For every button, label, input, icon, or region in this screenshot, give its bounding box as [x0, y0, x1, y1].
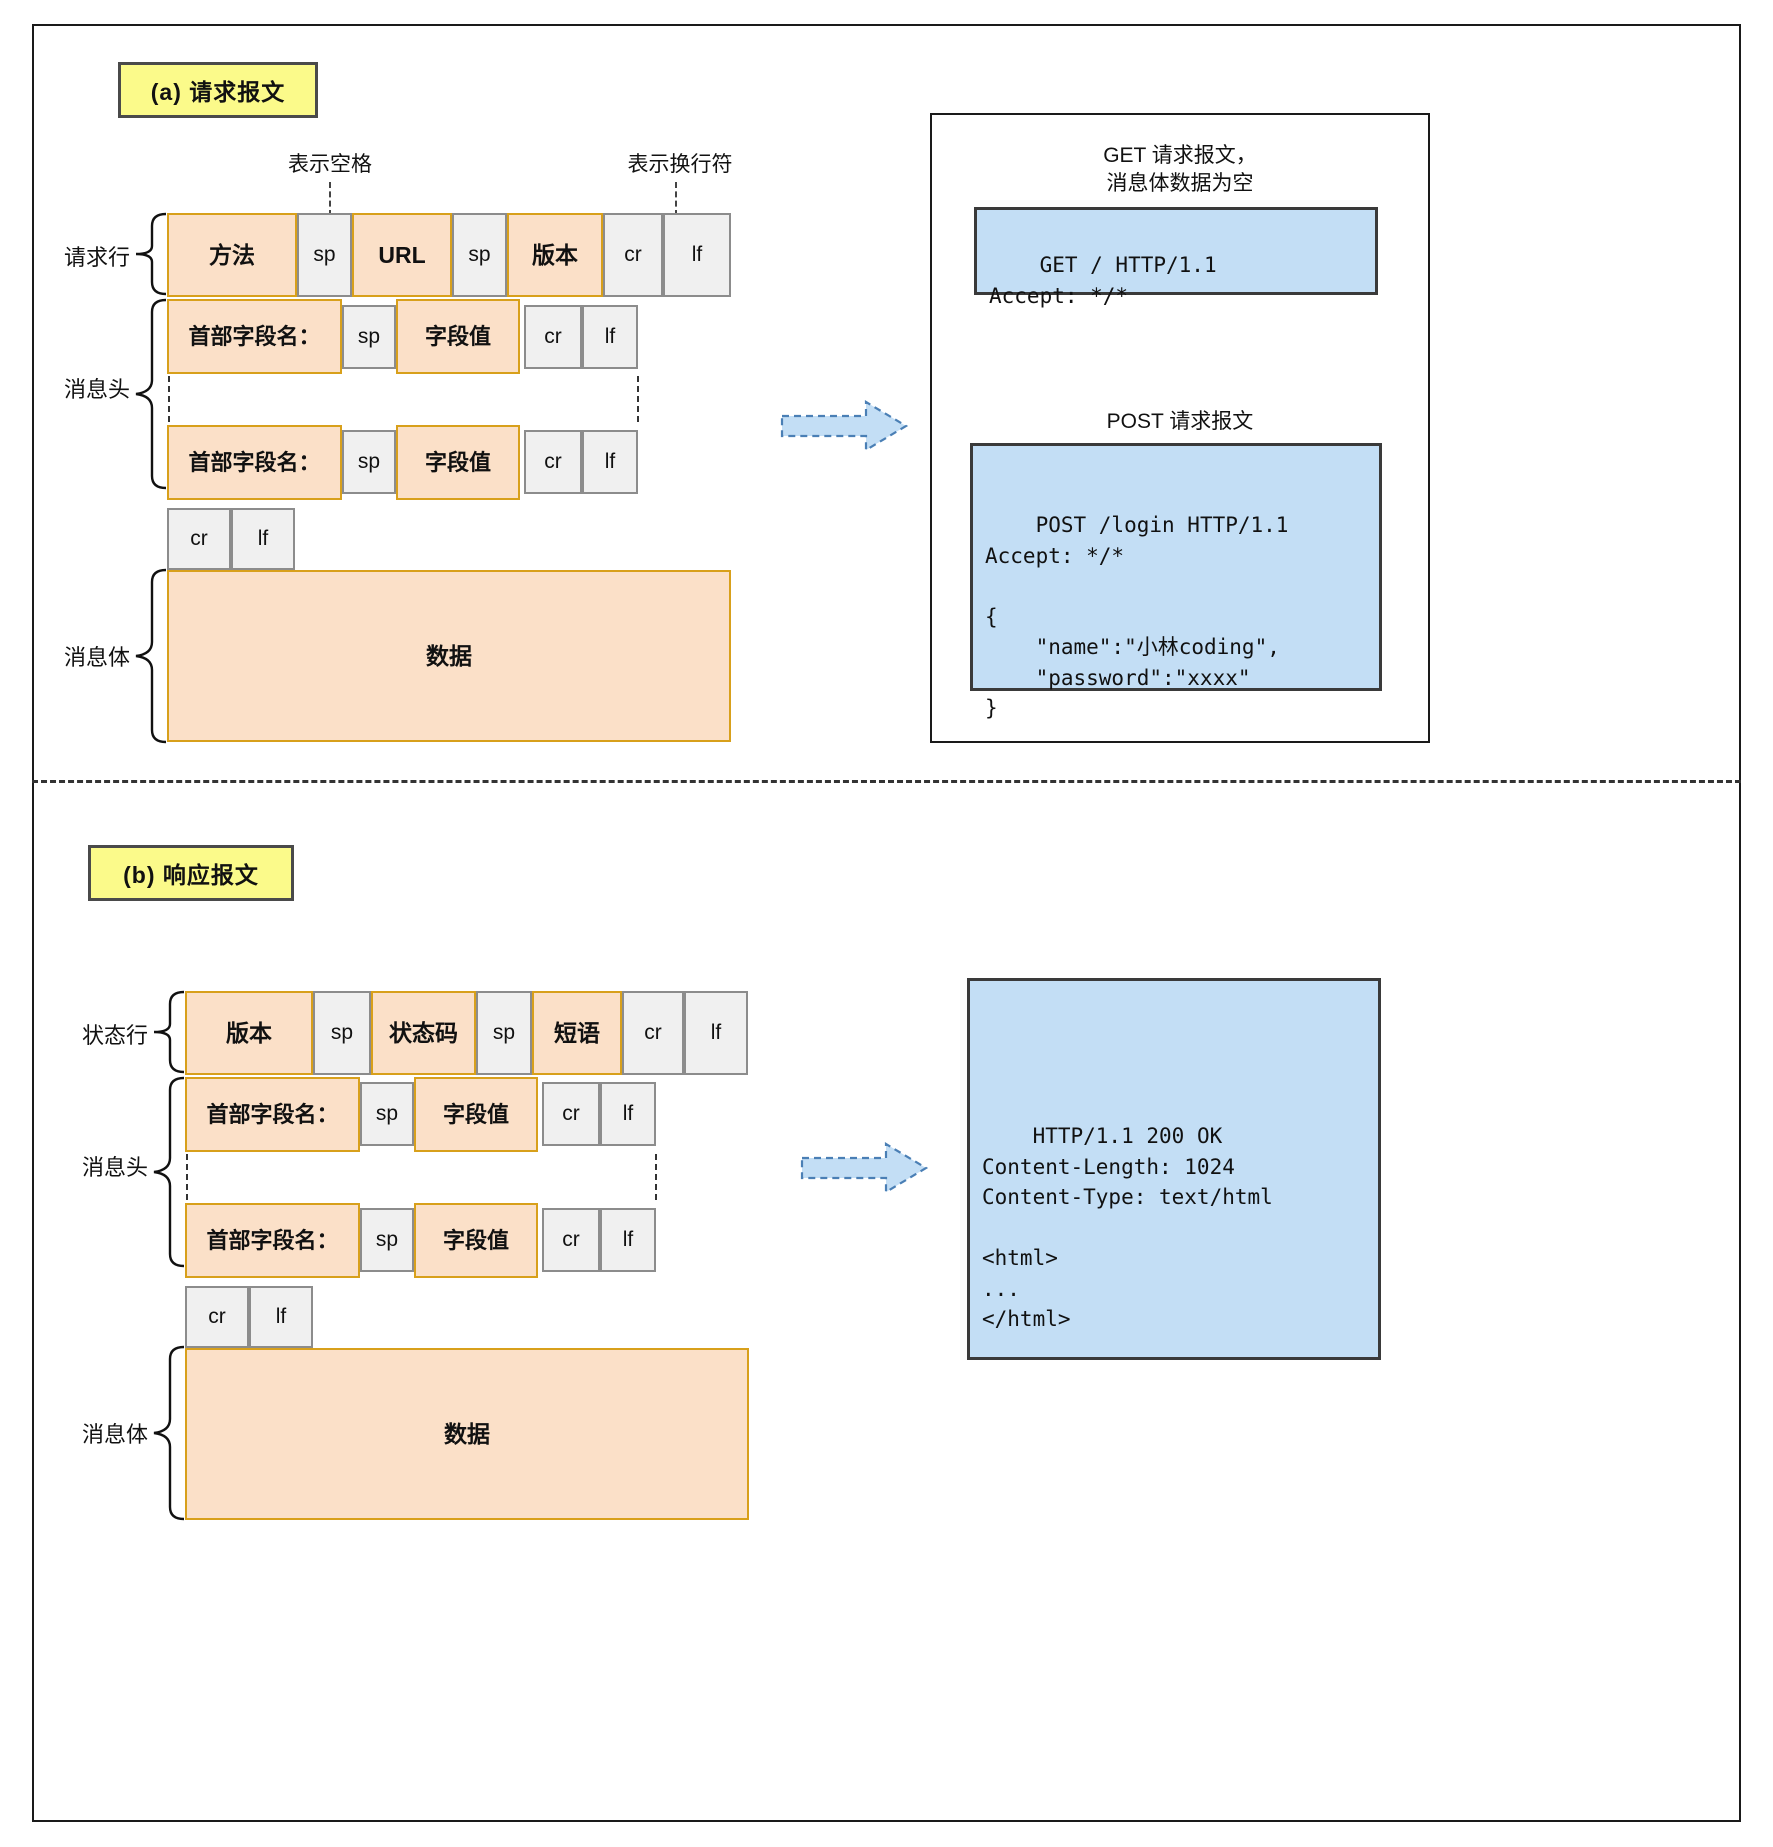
request-cell-url: URL: [352, 213, 452, 297]
request-cell-sp-1: sp: [297, 213, 352, 297]
response-cell-sp-1: sp: [313, 991, 371, 1075]
get-caption-line1: GET 请求报文，: [1103, 144, 1257, 167]
response-body-data: 数据: [185, 1348, 749, 1520]
response-cell-status-code: 状态码: [371, 991, 476, 1075]
request-header1-name: 首部字段名：: [167, 299, 342, 374]
response-headerN-cr: cr: [542, 1208, 600, 1272]
bracket-response-body: [152, 1345, 186, 1521]
bracket-request-body: [134, 568, 168, 744]
response-header1-value: 字段值: [414, 1077, 538, 1152]
annotation-space: 表示空格: [240, 148, 420, 178]
bracket-request-header: [134, 298, 168, 490]
annotation-space-label: 表示空格: [288, 153, 372, 176]
label-request-body: 消息体: [63, 645, 130, 670]
post-example-caption: POST 请求报文: [1106, 410, 1254, 433]
response-cell-cr: cr: [622, 991, 684, 1075]
label-request-line: 请求行: [63, 245, 130, 270]
annotation-newline: 表示换行符: [585, 148, 775, 178]
request-header1-sp: sp: [342, 305, 396, 369]
response-cell-version: 版本: [185, 991, 313, 1075]
request-body-data: 数据: [167, 570, 731, 742]
get-example-caption: GET 请求报文， 消息体数据为空: [950, 142, 1410, 199]
response-headerN-value: 字段值: [414, 1203, 538, 1278]
response-cell-sp-2: sp: [476, 991, 532, 1075]
request-cell-version: 版本: [507, 213, 603, 297]
bracket-request-line: [134, 212, 168, 296]
response-headerN-lf: lf: [600, 1208, 656, 1272]
label-request-header: 消息头: [63, 377, 130, 402]
request-examples-panel: [930, 113, 1430, 743]
response-header1-name: 首部字段名：: [185, 1077, 360, 1152]
bracket-status-line: [152, 990, 186, 1074]
response-cell-phrase: 短语: [532, 991, 622, 1075]
response-headerN-sp: sp: [360, 1208, 414, 1272]
request-header1-lf: lf: [582, 305, 638, 369]
request-header1-value: 字段值: [396, 299, 520, 374]
request-headerN-value: 字段值: [396, 425, 520, 500]
get-example-code: GET / HTTP/1.1 Accept: */*: [974, 207, 1378, 308]
request-cell-lf: lf: [663, 213, 731, 297]
post-example-code: POST /login HTTP/1.1 Accept: */* { "name…: [970, 443, 1382, 720]
request-headerN-name: 首部字段名：: [167, 425, 342, 500]
request-cell-method: 方法: [167, 213, 297, 297]
section-divider: [32, 780, 1741, 783]
response-cell-lf: lf: [684, 991, 748, 1075]
response-header-continuation-right: [655, 1154, 657, 1200]
header-continuation-right: [637, 376, 639, 422]
response-header-continuation-left: [186, 1154, 188, 1200]
request-blank-cr: cr: [167, 508, 231, 570]
label-response-body: 消息体: [81, 1422, 148, 1447]
request-cell-cr: cr: [603, 213, 663, 297]
response-header1-cr: cr: [542, 1082, 600, 1146]
label-response-header: 消息头: [81, 1155, 148, 1180]
annotation-space-leader: [329, 182, 331, 216]
label-status-line: 状态行: [81, 1023, 148, 1048]
response-flow-arrow: [800, 1140, 930, 1196]
request-headerN-lf: lf: [582, 430, 638, 494]
outer-frame: [32, 24, 1741, 1822]
request-badge-label: (a) 请求报文: [150, 79, 286, 105]
bracket-response-header: [152, 1076, 186, 1268]
request-cell-sp-2: sp: [452, 213, 507, 297]
annotation-newline-leader: [675, 182, 677, 216]
request-blank-lf: lf: [231, 508, 295, 570]
header-continuation-left: [168, 376, 170, 422]
request-headerN-sp: sp: [342, 430, 396, 494]
request-headerN-cr: cr: [524, 430, 582, 494]
response-example-code: HTTP/1.1 200 OK Content-Length: 1024 Con…: [967, 978, 1381, 1360]
response-section-badge: (b) 响应报文: [88, 845, 294, 901]
response-header1-lf: lf: [600, 1082, 656, 1146]
response-headerN-name: 首部字段名：: [185, 1203, 360, 1278]
response-blank-cr: cr: [185, 1286, 249, 1348]
request-section-badge: (a) 请求报文: [118, 62, 318, 118]
get-caption-line2: 消息体数据为空: [1106, 172, 1254, 196]
response-header1-sp: sp: [360, 1082, 414, 1146]
request-header1-cr: cr: [524, 305, 582, 369]
request-flow-arrow: [780, 398, 910, 454]
response-blank-lf: lf: [249, 1286, 313, 1348]
annotation-newline-label: 表示换行符: [627, 153, 733, 176]
response-badge-label: (b) 响应报文: [123, 862, 259, 888]
